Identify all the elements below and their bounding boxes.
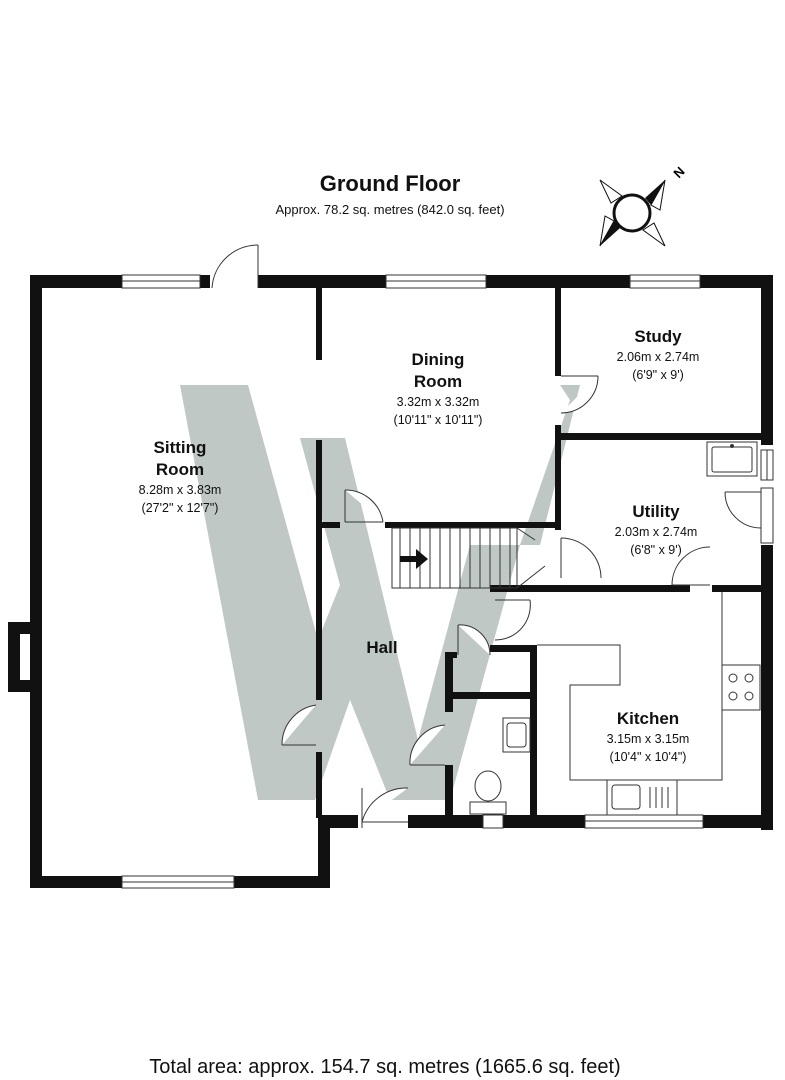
room-name: Utility (632, 502, 680, 521)
room-dimensions-metric: 3.32m x 3.32m (397, 395, 480, 409)
toilet-icon (469, 770, 507, 815)
floor-title: Ground Floor (320, 171, 461, 196)
room-dimensions-imperial: (6'8" x 9') (630, 543, 682, 557)
room-name: Room (156, 460, 204, 479)
room-dimensions-imperial: (10'11" x 10'11") (394, 413, 483, 427)
windows (121, 274, 774, 889)
room-label-hall: Hall (366, 638, 397, 657)
total-area: Total area: approx. 154.7 sq. metres (16… (149, 1056, 620, 1078)
room-dimensions-imperial: (27'2" x 12'7") (142, 501, 219, 515)
room-dimensions-metric: 3.15m x 3.15m (607, 732, 690, 746)
wc-basin-icon (502, 717, 531, 753)
kitchen-sink-icon (606, 779, 678, 816)
internal-walls (316, 288, 765, 820)
doors (211, 244, 762, 828)
room-label-study: Study 2.06m x 2.74m (6'9" x 9') (617, 327, 700, 382)
hob-icon (721, 664, 761, 711)
room-name: Kitchen (617, 709, 679, 728)
room-name: Dining (412, 350, 465, 369)
room-name: Study (634, 327, 682, 346)
compass-north-label: N (670, 164, 687, 181)
floor-area-subtitle: Approx. 78.2 sq. metres (842.0 sq. feet) (275, 202, 504, 217)
room-dimensions-metric: 2.03m x 2.74m (615, 525, 698, 539)
room-label-dining: Dining Room 3.32m x 3.32m (10'11" x 10'1… (394, 350, 483, 427)
stairs-direction-arrow-icon (400, 549, 428, 569)
watermark-logo (180, 385, 580, 800)
room-dimensions-metric: 8.28m x 3.83m (139, 483, 222, 497)
room-name: Room (414, 372, 462, 391)
room-label-kitchen: Kitchen 3.15m x 3.15m (10'4" x 10'4") (607, 709, 690, 764)
room-dimensions-imperial: (10'4" x 10'4") (610, 750, 687, 764)
utility-sink-icon (706, 441, 758, 477)
room-dimensions-imperial: (6'9" x 9') (632, 368, 684, 382)
compass-icon (599, 179, 666, 247)
room-label-utility: Utility 2.03m x 2.74m (6'8" x 9') (615, 502, 698, 557)
room-dimensions-metric: 2.06m x 2.74m (617, 350, 700, 364)
room-label-sitting: Sitting Room 8.28m x 3.83m (27'2" x 12'7… (139, 438, 222, 515)
kitchen-counter (537, 592, 723, 781)
room-name: Sitting (154, 438, 207, 457)
room-name: Hall (366, 638, 397, 657)
